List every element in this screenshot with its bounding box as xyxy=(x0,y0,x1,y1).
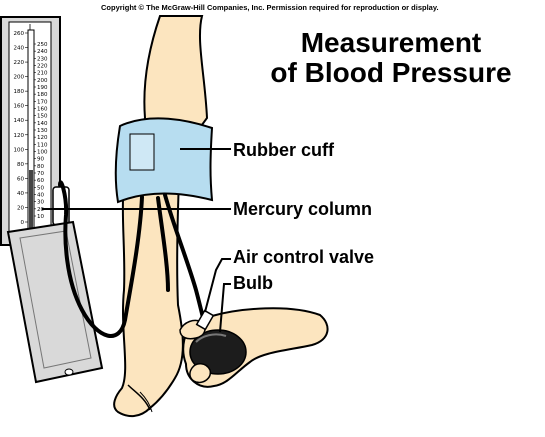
scale-right-tick-250: 250 xyxy=(37,42,48,48)
scale-right-tick-90: 90 xyxy=(37,157,44,163)
manometer-lid xyxy=(8,222,102,382)
scale-right-tick-110: 110 xyxy=(37,142,48,148)
scale-right-tick-170: 170 xyxy=(37,99,48,105)
scale-left-tick-100: 100 xyxy=(14,147,25,153)
title-line-2: of Blood Pressure xyxy=(250,58,532,88)
scale-right-tick-160: 160 xyxy=(37,107,48,113)
scale-right-tick-240: 240 xyxy=(37,49,48,55)
valve-leader xyxy=(205,259,231,312)
scale-right-tick-80: 80 xyxy=(37,164,44,170)
scale-right-tick-210: 210 xyxy=(37,71,48,77)
scale-left-tick-260: 260 xyxy=(14,31,25,37)
scale-right-tick-130: 130 xyxy=(37,128,48,134)
label-air-control-valve: Air control valve xyxy=(233,247,374,268)
scale-right-tick-30: 30 xyxy=(37,200,44,206)
scale-left-tick-140: 140 xyxy=(14,118,25,124)
scale-right-tick-10: 10 xyxy=(37,214,44,220)
scale-left-tick-180: 180 xyxy=(14,89,25,95)
scale-right-tick-190: 190 xyxy=(37,85,48,91)
scale-left-tick-120: 120 xyxy=(14,133,25,139)
hand-and-bulb xyxy=(180,308,328,387)
label-mercury-column: Mercury column xyxy=(233,199,372,220)
scale-right-tick-120: 120 xyxy=(37,135,48,141)
rubber-cuff xyxy=(116,118,212,202)
label-rubber-cuff: Rubber cuff xyxy=(233,140,334,161)
label-bulb: Bulb xyxy=(233,273,273,294)
scale-left-tick-0: 0 xyxy=(21,220,25,226)
scale-right-tick-40: 40 xyxy=(37,193,44,199)
scale-right-tick-230: 230 xyxy=(37,56,48,62)
scale-left-tick-160: 160 xyxy=(14,104,25,110)
scale-left-tick-40: 40 xyxy=(17,191,24,197)
scale-right-tick-180: 180 xyxy=(37,92,48,98)
scale-right-tick-50: 50 xyxy=(37,185,44,191)
scale-right-tick-200: 200 xyxy=(37,78,48,84)
scale-left-tick-240: 240 xyxy=(14,46,25,52)
title-line-1: Measurement xyxy=(250,28,532,58)
diagram-title: Measurement of Blood Pressure xyxy=(250,28,532,88)
scale-left-tick-200: 200 xyxy=(14,75,25,81)
copyright-notice: Copyright © The McGraw-Hill Companies, I… xyxy=(101,3,439,12)
scale-right-tick-100: 100 xyxy=(37,150,48,156)
scale-right-tick-220: 220 xyxy=(37,64,48,70)
scale-right-tick-60: 60 xyxy=(37,178,44,184)
scale-right-tick-150: 150 xyxy=(37,114,48,120)
scale-right-tick-140: 140 xyxy=(37,121,48,127)
scale-left-tick-220: 220 xyxy=(14,60,25,66)
scale-left-tick-80: 80 xyxy=(17,162,24,168)
scale-left-tick-20: 20 xyxy=(17,205,24,211)
mercury-column xyxy=(29,170,33,236)
scale-left-tick-60: 60 xyxy=(17,176,24,182)
scale-right-tick-70: 70 xyxy=(37,171,44,177)
